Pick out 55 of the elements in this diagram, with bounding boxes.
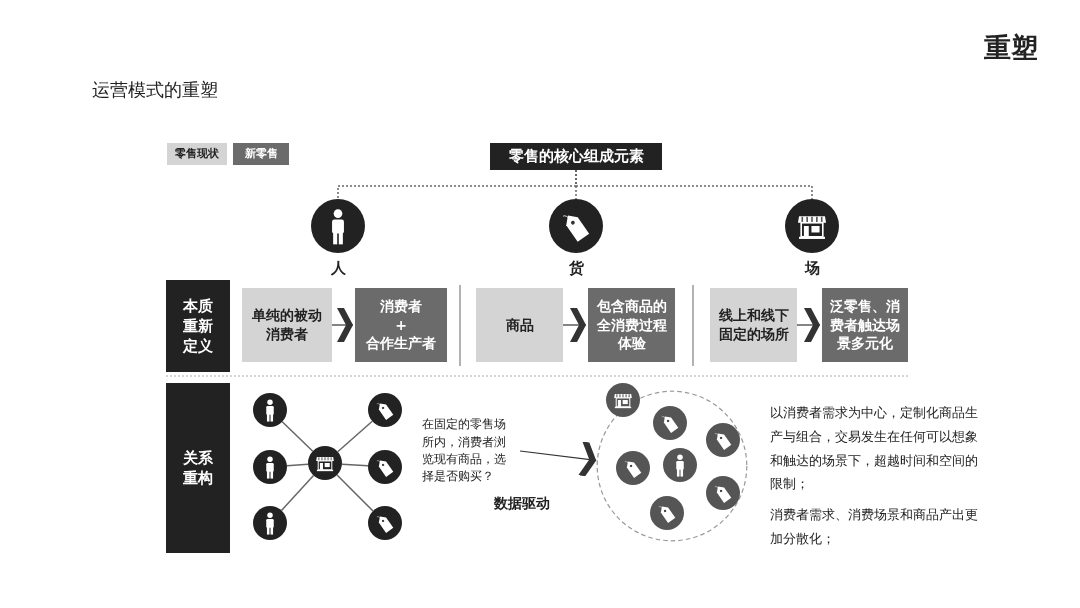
store-icon [308,446,342,480]
description-text: 消费者需求、消费场景和商品产出更加分散化； [770,506,979,548]
box-text: 单纯的被动消费者 [251,306,323,344]
connector-line [281,421,314,452]
price-tag-icon [368,393,402,427]
current-box [242,288,332,362]
person-icon [253,450,287,484]
price-tag-icon [368,450,402,484]
price-tag-icon [706,423,740,457]
legend-swatch: 新零售 [233,143,289,165]
page-title: 重塑 [984,31,1038,65]
flow-label: 数据驱动 [494,494,551,513]
icon-label: 货 [567,259,585,278]
row-header [166,280,230,372]
store-icon [606,383,640,417]
box-text: 商品 [505,315,534,335]
new-box [588,288,675,362]
connector-line [286,463,309,467]
connector-line [575,169,813,200]
box-text: 关系重构 [182,447,214,489]
row-header [166,383,230,553]
box-text: 本质重新定义 [182,295,214,357]
new-box [355,288,447,362]
box-text: 线上和线下固定的场所 [717,306,790,344]
price-tag-icon [706,476,740,510]
person-icon [311,199,365,253]
current-box [476,288,563,362]
box-text: 包含商品的全消费过程体验 [595,296,668,354]
description-text: 在固定的零售场所内，消费者浏览现有商品，选择是否购买？ [422,416,507,486]
title-box [490,143,662,170]
box-text: 零售的核心组成元素 [508,146,644,167]
store-icon [785,199,839,253]
person-icon [253,506,287,540]
connector-line [280,474,315,512]
icon-label: 场 [803,259,821,278]
new-box [822,288,908,362]
icon-label: 人 [329,259,347,278]
person-icon [253,393,287,427]
current-box [710,288,797,362]
price-tag-icon [653,406,687,440]
price-tag-icon [368,506,402,540]
box-text: 消费者 [380,296,422,316]
price-tag-icon [650,496,684,530]
connector-line [341,463,369,467]
box-text: 泛零售、消费者触达场景多元化 [829,296,901,354]
box-text: 合作生产者 [366,334,436,354]
person-icon [663,448,697,482]
connector-line [336,474,374,512]
connector-line [337,420,373,453]
description-text: 以消费者需求为中心，定制化商品生产与组合，交易发生在任何可以想象和触达的场景下，超越时间和空间的限制； [770,404,979,494]
legend-swatch: 零售现状 [167,143,227,165]
price-tag-icon [549,199,603,253]
price-tag-icon [616,451,650,485]
box-text: + [395,315,407,335]
subtitle: 运营模式的重塑 [92,78,219,102]
